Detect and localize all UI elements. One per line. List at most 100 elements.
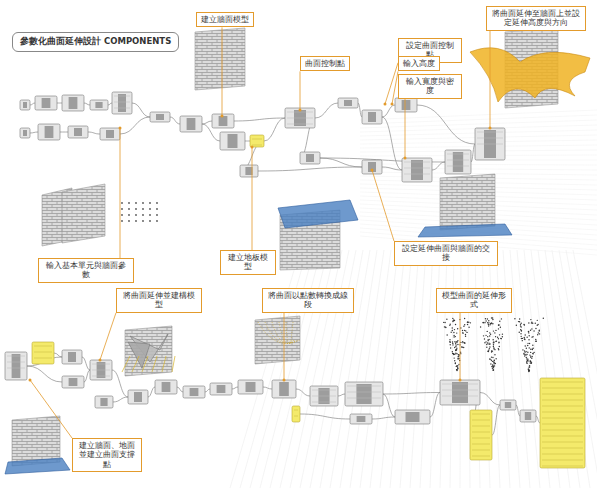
- cone-point: [492, 357, 493, 358]
- grid-line: [260, 250, 321, 488]
- cone-point: [485, 335, 486, 336]
- cone-point: [498, 342, 499, 343]
- panel-row: [542, 400, 583, 401]
- grid-point: [128, 214, 130, 216]
- grid-line: [320, 250, 363, 488]
- cone-point: [468, 327, 469, 328]
- grasshopper-components: [5, 92, 585, 468]
- cone-point: [455, 362, 456, 363]
- grid-line: [360, 120, 597, 128]
- grid-point: [135, 202, 137, 204]
- cone-point: [450, 344, 451, 345]
- component-core: [42, 98, 51, 108]
- cone-point: [446, 319, 447, 320]
- cone-point: [452, 344, 453, 345]
- leader-dot: [221, 115, 224, 118]
- cone-point: [498, 338, 499, 339]
- cone-point: [526, 362, 527, 363]
- wire: [27, 366, 62, 382]
- leader-lines: [29, 27, 492, 438]
- panel-row: [312, 396, 336, 397]
- component-core: [246, 382, 256, 392]
- lattice-line: [172, 356, 175, 372]
- wire: [113, 397, 128, 402]
- floor-plane: [418, 224, 512, 237]
- grid-point: [121, 214, 123, 216]
- diagram-title: 參數化曲面延伸設計 COMPONENTS: [12, 32, 179, 52]
- cone-point: [524, 324, 525, 325]
- cone-point: [492, 351, 493, 352]
- cone-point: [489, 332, 490, 333]
- cone-point: [493, 369, 494, 370]
- cone-point: [455, 324, 456, 325]
- wire: [432, 162, 445, 170]
- component-box: [300, 152, 320, 164]
- cone-point: [455, 343, 456, 344]
- cone-point: [487, 336, 488, 337]
- cone-point: [500, 326, 501, 327]
- panel-row: [472, 420, 490, 421]
- callout-box: 將曲面以點數轉換成線段: [262, 288, 354, 313]
- panel-row: [472, 432, 490, 433]
- folded-surface: [128, 342, 150, 368]
- cone-point: [532, 348, 533, 349]
- panel-row: [542, 448, 583, 449]
- grid-line: [430, 250, 440, 488]
- grid-line: [360, 250, 391, 488]
- cone-point: [454, 341, 455, 342]
- component-box: [395, 410, 430, 424]
- grid-point: [149, 220, 151, 222]
- grid-point: [156, 202, 158, 204]
- cone-point: [520, 326, 521, 327]
- component-wires: [27, 103, 540, 435]
- grid-point: [156, 208, 158, 210]
- cone-point: [528, 322, 529, 323]
- cone-point: [530, 356, 531, 357]
- cone-point: [535, 340, 536, 341]
- panel-row: [114, 96, 130, 97]
- panel-component: [470, 410, 492, 460]
- component-box: [20, 100, 30, 110]
- leader-line: [100, 313, 116, 360]
- cone-point: [502, 336, 503, 337]
- cone-point: [539, 333, 540, 334]
- cone-point: [485, 320, 486, 321]
- cone-point: [490, 363, 491, 364]
- panel-row: [287, 124, 313, 125]
- cone-point: [483, 335, 484, 336]
- grid-line: [496, 250, 510, 488]
- cone-point: [464, 342, 465, 343]
- component-core: [228, 134, 238, 148]
- cone-point: [524, 337, 525, 338]
- component-box: [62, 350, 82, 364]
- cone-point: [520, 329, 521, 330]
- cone-point: [526, 357, 527, 358]
- component-box: [20, 128, 30, 138]
- component-box: [440, 380, 480, 405]
- cone-point: [462, 332, 463, 333]
- wire: [30, 132, 38, 133]
- grid-point: [156, 214, 158, 216]
- callout-text: 將曲面延伸至牆面上並設定延伸高度與方向: [491, 9, 581, 28]
- leader-line: [252, 147, 253, 250]
- leader-dot: [99, 359, 102, 362]
- component-box: [155, 380, 177, 394]
- cone-point: [464, 330, 465, 331]
- cone-point: [525, 354, 526, 355]
- panel-row: [404, 168, 430, 169]
- panel-row: [542, 454, 583, 455]
- floor-plane: [5, 458, 70, 474]
- cone-point: [529, 343, 530, 344]
- point-curve: [286, 322, 292, 343]
- leader-line: [284, 313, 285, 380]
- cone-point: [454, 329, 455, 330]
- cone-point: [524, 355, 525, 356]
- wire: [170, 117, 180, 124]
- cone-point: [494, 332, 495, 333]
- cone-point: [445, 327, 446, 328]
- panel-row: [92, 376, 110, 377]
- cone-point: [530, 319, 531, 320]
- component-core: [344, 100, 352, 106]
- cone-point: [444, 326, 445, 327]
- cone-point: [529, 360, 530, 361]
